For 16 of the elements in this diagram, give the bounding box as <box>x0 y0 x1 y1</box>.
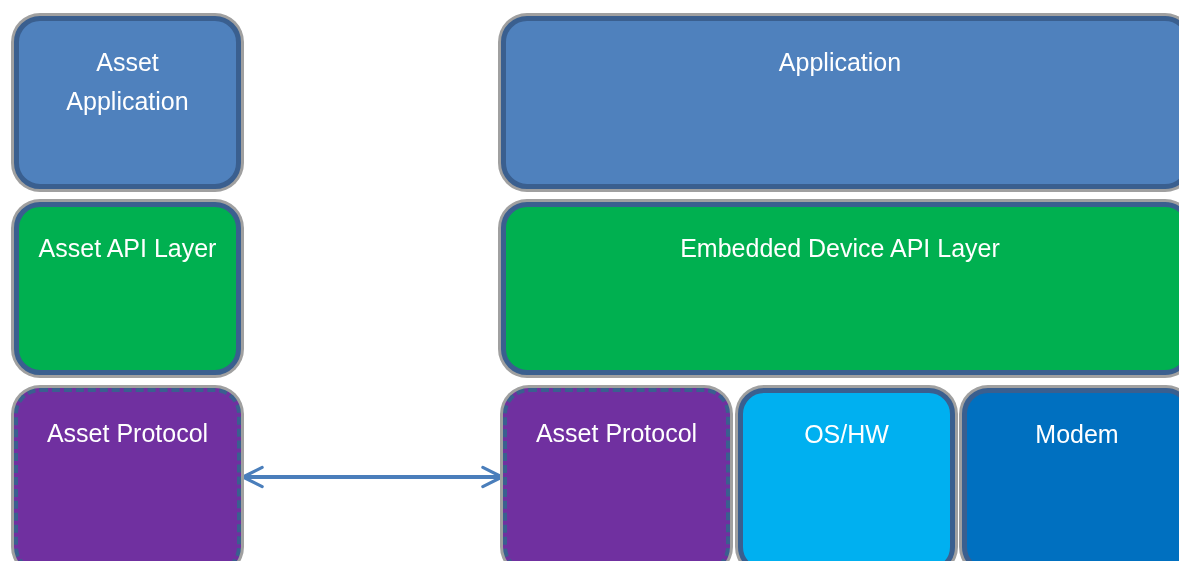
layer-label: Embedded Device API Layer <box>679 233 1001 264</box>
layer-box <box>14 202 241 375</box>
layer-box <box>503 388 730 561</box>
layer-box <box>501 202 1179 375</box>
layer-box <box>738 388 955 561</box>
layer-box <box>501 16 1179 189</box>
layer-label: Asset Protocol <box>45 418 210 449</box>
layer-label: Asset API Layer <box>37 233 218 264</box>
layer-box <box>14 388 241 561</box>
layer-label: Asset Application <box>65 47 190 117</box>
layer-label: Modem <box>1034 419 1120 450</box>
layer-label: Asset Protocol <box>534 418 699 449</box>
layer-label: OS/HW <box>803 419 890 450</box>
layer-label: Application <box>777 47 903 78</box>
layer-box <box>14 16 241 189</box>
layer-box <box>962 388 1179 561</box>
